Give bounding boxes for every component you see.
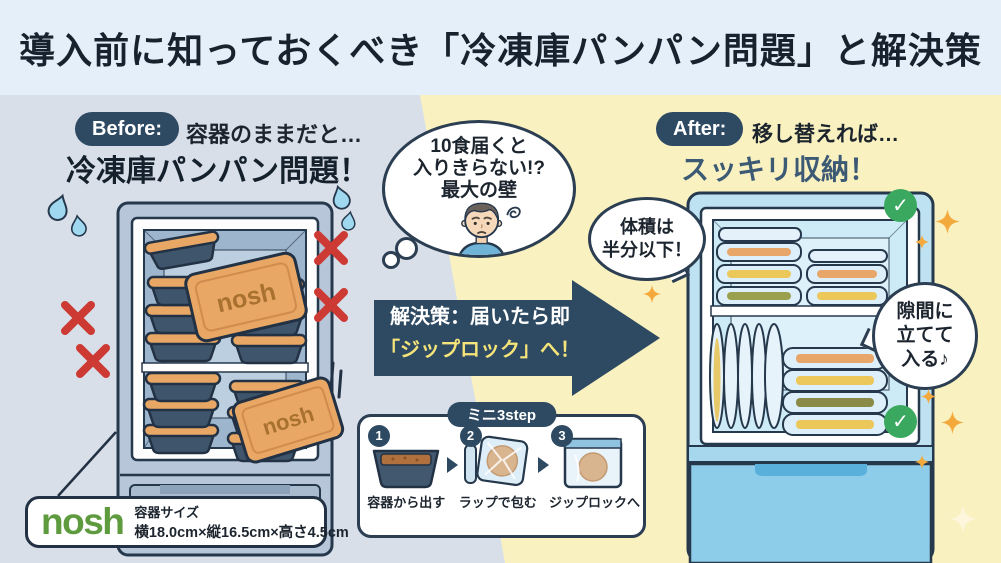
- step-item-1: 1 容器から出す: [366, 425, 447, 511]
- callout-line: [57, 431, 117, 497]
- bubble-volume-line1: 体積は: [620, 217, 674, 237]
- ziplock-bags-flat-stack: [782, 347, 888, 436]
- after-freezer-illustration: [686, 191, 935, 563]
- emphasis-lines: [329, 361, 343, 399]
- before-intro: 容器のままだと…: [186, 122, 363, 147]
- step-item-3: 3 ジップロックへ: [549, 425, 641, 511]
- thought-bubble-dot: [382, 251, 400, 269]
- container-size-value: 横18.0cm×縦16.5cm×高さ4.5cm: [134, 525, 349, 541]
- solution-arrow-line2: 「ジップロック」へ！: [380, 339, 580, 361]
- thought-line-1: 10食届くと: [430, 136, 528, 157]
- thought-bubble: 10食届くと 入りきらない!? 最大の壁: [382, 120, 576, 258]
- after-intro: 移し替えれば…: [752, 123, 899, 146]
- bubble-gap-line1: 隙間に: [896, 301, 954, 322]
- page-title: 導入前に知っておくべき「冷凍庫パンパン問題」と解決策: [19, 29, 982, 71]
- step-label: ジップロックへ: [549, 495, 641, 510]
- step-number: 1: [368, 425, 390, 447]
- sparkle-icon: [642, 284, 662, 304]
- sparkle-icon: [920, 388, 937, 405]
- nosh-tray-lid: nosh: [184, 251, 308, 343]
- steps-box: ミニ3step 1 容器から出す 2: [357, 402, 646, 538]
- title-banner: 導入前に知っておくべき「冷凍庫パンパン問題」と解決策: [0, 0, 1001, 95]
- sparkle-icon: [935, 209, 960, 234]
- sparkle-icon: [949, 505, 977, 533]
- before-heading: 冷凍庫パンパン問題！: [66, 155, 369, 188]
- wrap-icon: [463, 435, 529, 487]
- step-number: 3: [551, 425, 573, 447]
- after-badge: After:: [656, 112, 744, 146]
- ziplock-bags-standing: [709, 323, 784, 429]
- check-icon: ✓: [884, 405, 917, 438]
- container-size-label: 容器サイズ: [134, 505, 200, 520]
- ziplock-icon: [563, 437, 623, 489]
- nosh-logo: nosh: [41, 501, 125, 543]
- bubble-gap-line3: 入る♪: [901, 349, 949, 370]
- steps-header: ミニ3step: [446, 402, 557, 427]
- speech-bubble-volume: 体積は 半分以下！: [588, 197, 706, 281]
- step-arrow-icon: [446, 457, 458, 473]
- thought-bubble-dot: [395, 237, 418, 260]
- speech-bubble-gap: 隙間に 立てて 入る♪: [872, 282, 978, 390]
- thought-line-3: 最大の壁: [440, 180, 517, 201]
- nosh-info-box: nosh 容器サイズ 横18.0cm×縦16.5cm×高さ4.5cm: [25, 496, 349, 548]
- before-badge: Before:: [75, 112, 180, 146]
- ziplock-bags-top-shelf: [716, 227, 888, 306]
- bubble-volume-line2: 半分以下！: [602, 240, 692, 260]
- sparkle-icon: [914, 234, 930, 250]
- tray-icon: [373, 449, 440, 489]
- after-heading: スッキリ収納！: [681, 154, 878, 185]
- step-item-2: 2 ラップで包む: [458, 425, 539, 511]
- step-arrow-icon: [538, 457, 549, 473]
- step-number: 2: [459, 425, 482, 447]
- bubble-gap-line2: 立てて: [896, 325, 954, 346]
- after-fridge-drawer: [687, 445, 934, 563]
- sparkle-icon: [914, 454, 930, 470]
- check-icon: ✓: [884, 189, 917, 222]
- thought-line-2: 入りきらない!?: [413, 158, 545, 179]
- nosh-tray-lid: nosh: [231, 376, 345, 464]
- step-label: ラップで包む: [458, 495, 537, 510]
- sparkle-icon: [941, 411, 964, 434]
- step-label: 容器から出す: [367, 495, 446, 510]
- scribble-icon: [506, 206, 521, 219]
- worried-face-icon: [458, 202, 521, 255]
- solution-arrow: [374, 280, 660, 396]
- solution-arrow-line1: 解決策：届いたら即: [390, 306, 570, 328]
